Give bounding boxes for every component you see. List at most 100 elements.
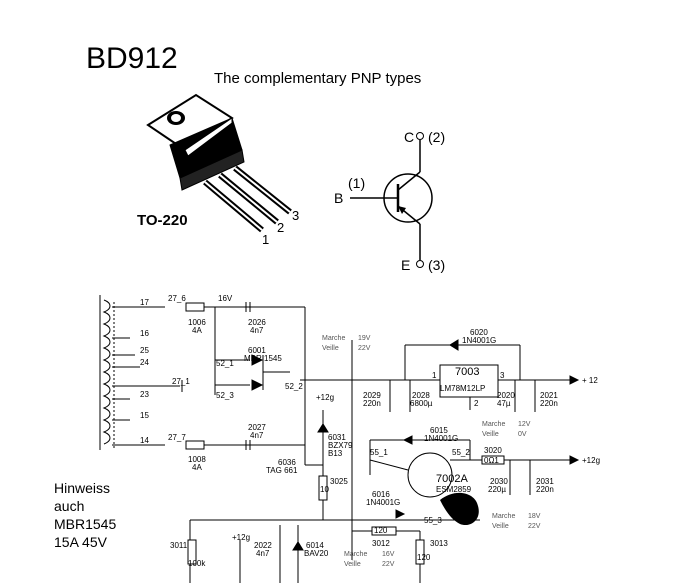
c2027-ref: 2027 (248, 423, 266, 432)
r1008-ref: 1008 (188, 455, 206, 464)
veille4: Veille (344, 561, 361, 568)
c2022-ref: 2022 (254, 541, 272, 550)
part-number-title: BD912 (86, 42, 178, 75)
note-line-1: Hinweiss (54, 480, 111, 496)
d6001-val: MBR 1545 (244, 354, 282, 363)
conn-27-1: 27_1 (172, 377, 190, 386)
pin-1-label: 1 (262, 232, 270, 247)
r1008-val: 4A (192, 463, 202, 472)
c2031-val: 220n (536, 485, 554, 494)
r3025-ref: 3025 (330, 477, 348, 486)
volt-16v: 16V (218, 294, 233, 303)
marche4-v: 16V (382, 551, 395, 558)
note-line-4: 15A 45V (54, 534, 107, 550)
conn-52-2: 52_2 (285, 382, 303, 391)
r3012-ref: 3012 (372, 539, 390, 548)
r3013-ref: 3013 (430, 539, 448, 548)
c2026-val: 4n7 (250, 326, 264, 335)
d6016-val: 1N4001G (366, 498, 400, 507)
veille4-v: 22V (382, 561, 395, 568)
note-block: Hinweiss auch MBR1545 15A 45V (54, 479, 174, 551)
tap-17: 17 (140, 298, 149, 307)
d6031-val2: B13 (328, 449, 343, 458)
base-pin: (1) (348, 175, 365, 191)
conn-55-2: 55_2 (452, 448, 470, 457)
c2021-val: 220n (540, 399, 558, 408)
c2030-ref: 2030 (490, 477, 508, 486)
conn-27-6: 27_6 (168, 294, 186, 303)
tap-15: 15 (140, 411, 149, 420)
volt-plus12: + 12 (582, 376, 598, 385)
marche3: Marche (492, 513, 515, 520)
d6016-ref: 6016 (372, 490, 390, 499)
smudge-mark (440, 492, 479, 526)
note-line-2: auch (54, 498, 85, 514)
d6031-val: BZX79 (328, 441, 353, 450)
tap-24: 24 (140, 358, 149, 367)
collector-letter: C (404, 129, 414, 145)
tap-14: 14 (140, 436, 149, 445)
c2030-val: 220µ (488, 485, 506, 494)
c2026-ref: 2026 (248, 318, 266, 327)
transistor-ref: 7002A (436, 473, 468, 485)
package-label: TO-220 (137, 212, 188, 229)
d6015-ref: 6015 (430, 426, 448, 435)
veille3: Veille (492, 523, 509, 530)
c2029-val: 220n (363, 399, 381, 408)
reg-pin2: 2 (474, 399, 479, 408)
r3020-body: 0Ω1 (484, 456, 499, 465)
collector-pin: (2) (428, 129, 445, 145)
marche4: Marche (344, 551, 367, 558)
note-line-3: MBR1545 (54, 516, 117, 532)
reg-pin3: 3 (500, 371, 505, 380)
r3020-ref: 3020 (484, 446, 502, 455)
marche1-v: 19V (358, 335, 371, 342)
conn-55-3: 55_3 (424, 516, 442, 525)
pin-3-label: 3 (292, 208, 300, 223)
conn-27-7: 27_7 (168, 433, 186, 442)
schematic (99, 295, 580, 583)
conn-52-3: 52_3 (216, 391, 234, 400)
to220-package (146, 93, 292, 233)
c6036-val: TAG 661 (266, 466, 298, 475)
tap-25: 25 (140, 346, 149, 355)
symbol-labels: C (2) (1) B E (3) (334, 129, 445, 273)
c2028-ref: 2028 (412, 391, 430, 400)
d6015-val: 1N4001G (424, 434, 458, 443)
r3011-ref: 3011 (170, 541, 188, 550)
d6014-ref: 6014 (306, 541, 324, 550)
marche2-v: 12V (518, 421, 531, 428)
c2020-val: 47µ (497, 399, 511, 408)
c2021-ref: 2021 (540, 391, 558, 400)
pin-2-label: 2 (277, 220, 285, 235)
c2027-val: 4n7 (250, 431, 264, 440)
tap-23: 23 (140, 390, 149, 399)
conn-55-1: 55_1 (370, 448, 388, 457)
c2031-ref: 2031 (536, 477, 554, 486)
veille2: Veille (482, 431, 499, 438)
transistor-type: ESM2859 (436, 485, 472, 494)
c2029-ref: 2029 (363, 391, 381, 400)
d6020-val: 1N4001G (462, 336, 496, 345)
d6014-val: BAV20 (304, 549, 329, 558)
r3013-body: 120 (417, 553, 431, 562)
d6020-ref: 6020 (470, 328, 488, 337)
conn-52-1: 52_1 (216, 359, 234, 368)
marche2: Marche (482, 421, 505, 428)
schematic-labels: 17 16 25 24 23 15 14 27_6 1006 4A 16V 20… (140, 294, 600, 568)
r3025-body: 10 (320, 485, 329, 494)
veille1: Veille (322, 345, 339, 352)
d6001-ref: 6001 (248, 346, 266, 355)
tap-16: 16 (140, 329, 149, 338)
c6036-ref: 6036 (278, 458, 296, 467)
d6031-ref: 6031 (328, 433, 346, 442)
marche1: Marche (322, 335, 345, 342)
veille2-v: 0V (518, 431, 527, 438)
base-letter: B (334, 190, 343, 206)
r3011-body: 100k (188, 559, 206, 568)
transistor-symbol (350, 132, 433, 268)
emitter-pin: (3) (428, 257, 445, 273)
veille1-v: 22V (358, 345, 371, 352)
veille3-v: 22V (528, 523, 541, 530)
